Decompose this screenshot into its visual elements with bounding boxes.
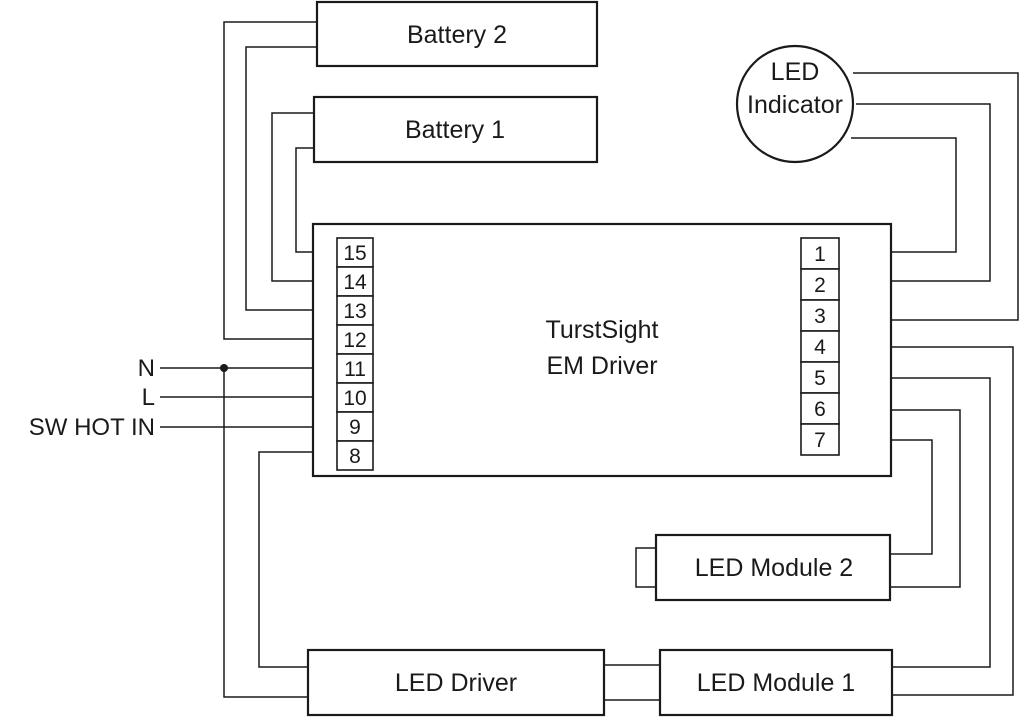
terminal-6-label: 6: [814, 398, 826, 421]
sw-hot-in-label: SW HOT IN: [29, 414, 155, 441]
wire-indicator-pin3: [839, 72, 1019, 321]
terminal-13-label: 13: [343, 300, 366, 323]
led-module-2-label: LED Module 2: [695, 554, 853, 582]
led-driver-label: LED Driver: [395, 669, 517, 697]
terminal-7-label: 7: [814, 429, 826, 452]
junction-dot: [220, 364, 228, 372]
led-module-1-label: LED Module 1: [697, 669, 855, 697]
wire-module1-pin4: [839, 346, 1014, 696]
wire-n-to-led-driver: [223, 368, 308, 698]
led-driver: LED Driver: [306, 648, 606, 717]
battery-2: Battery 2: [315, 0, 599, 68]
wire-module2-pin6: [839, 409, 961, 588]
led-module-1: LED Module 1: [658, 648, 894, 717]
terminal-15-label: 15: [343, 242, 366, 265]
wire-module1-pin5: [839, 377, 991, 668]
right-terminal-block: 1 2 3 4 5 6 7: [800, 237, 840, 456]
led-indicator-label-line2: Indicator: [747, 91, 843, 119]
battery-1-label: Battery 1: [405, 116, 505, 144]
l-label: L: [142, 384, 155, 411]
wire-battery2-pin12: [223, 21, 337, 340]
battery-2-label: Battery 2: [407, 21, 507, 49]
led-indicator: LED Indicator: [735, 44, 855, 164]
led-indicator-label-line1: LED: [771, 58, 820, 86]
terminal-9-label: 9: [349, 416, 361, 439]
input-labels: N L SW HOT IN: [29, 355, 155, 441]
em-driver-label-line2: EM Driver: [546, 352, 657, 380]
terminal-12-label: 12: [343, 329, 366, 352]
n-label: N: [138, 355, 155, 382]
terminal-3-label: 3: [814, 305, 826, 328]
terminal-2-label: 2: [814, 274, 826, 297]
left-terminal-block: 15 14 13 12 11 10 9 8: [336, 237, 374, 471]
wire-indicator-pin2: [839, 103, 991, 282]
terminal-10-label: 10: [343, 387, 366, 410]
em-driver: TurstSight EM Driver: [311, 222, 893, 478]
wire-module2-loop: [635, 547, 656, 588]
wire-indicator-pin1: [839, 137, 957, 253]
terminal-11-label: 11: [344, 358, 366, 381]
terminal-1-label: 1: [814, 243, 826, 266]
terminal-8-label: 8: [349, 445, 361, 468]
wire-battery2-pin13: [245, 46, 337, 311]
terminal-4-label: 4: [814, 336, 826, 359]
em-driver-label-line1: TurstSight: [545, 316, 658, 344]
wire-pin8-led-driver: [258, 451, 337, 668]
terminal-14-label: 14: [343, 271, 367, 294]
terminal-5-label: 5: [814, 367, 826, 390]
led-module-2: LED Module 2: [654, 533, 892, 602]
battery-1: Battery 1: [312, 95, 599, 164]
wire-battery1-pin14: [271, 112, 337, 282]
